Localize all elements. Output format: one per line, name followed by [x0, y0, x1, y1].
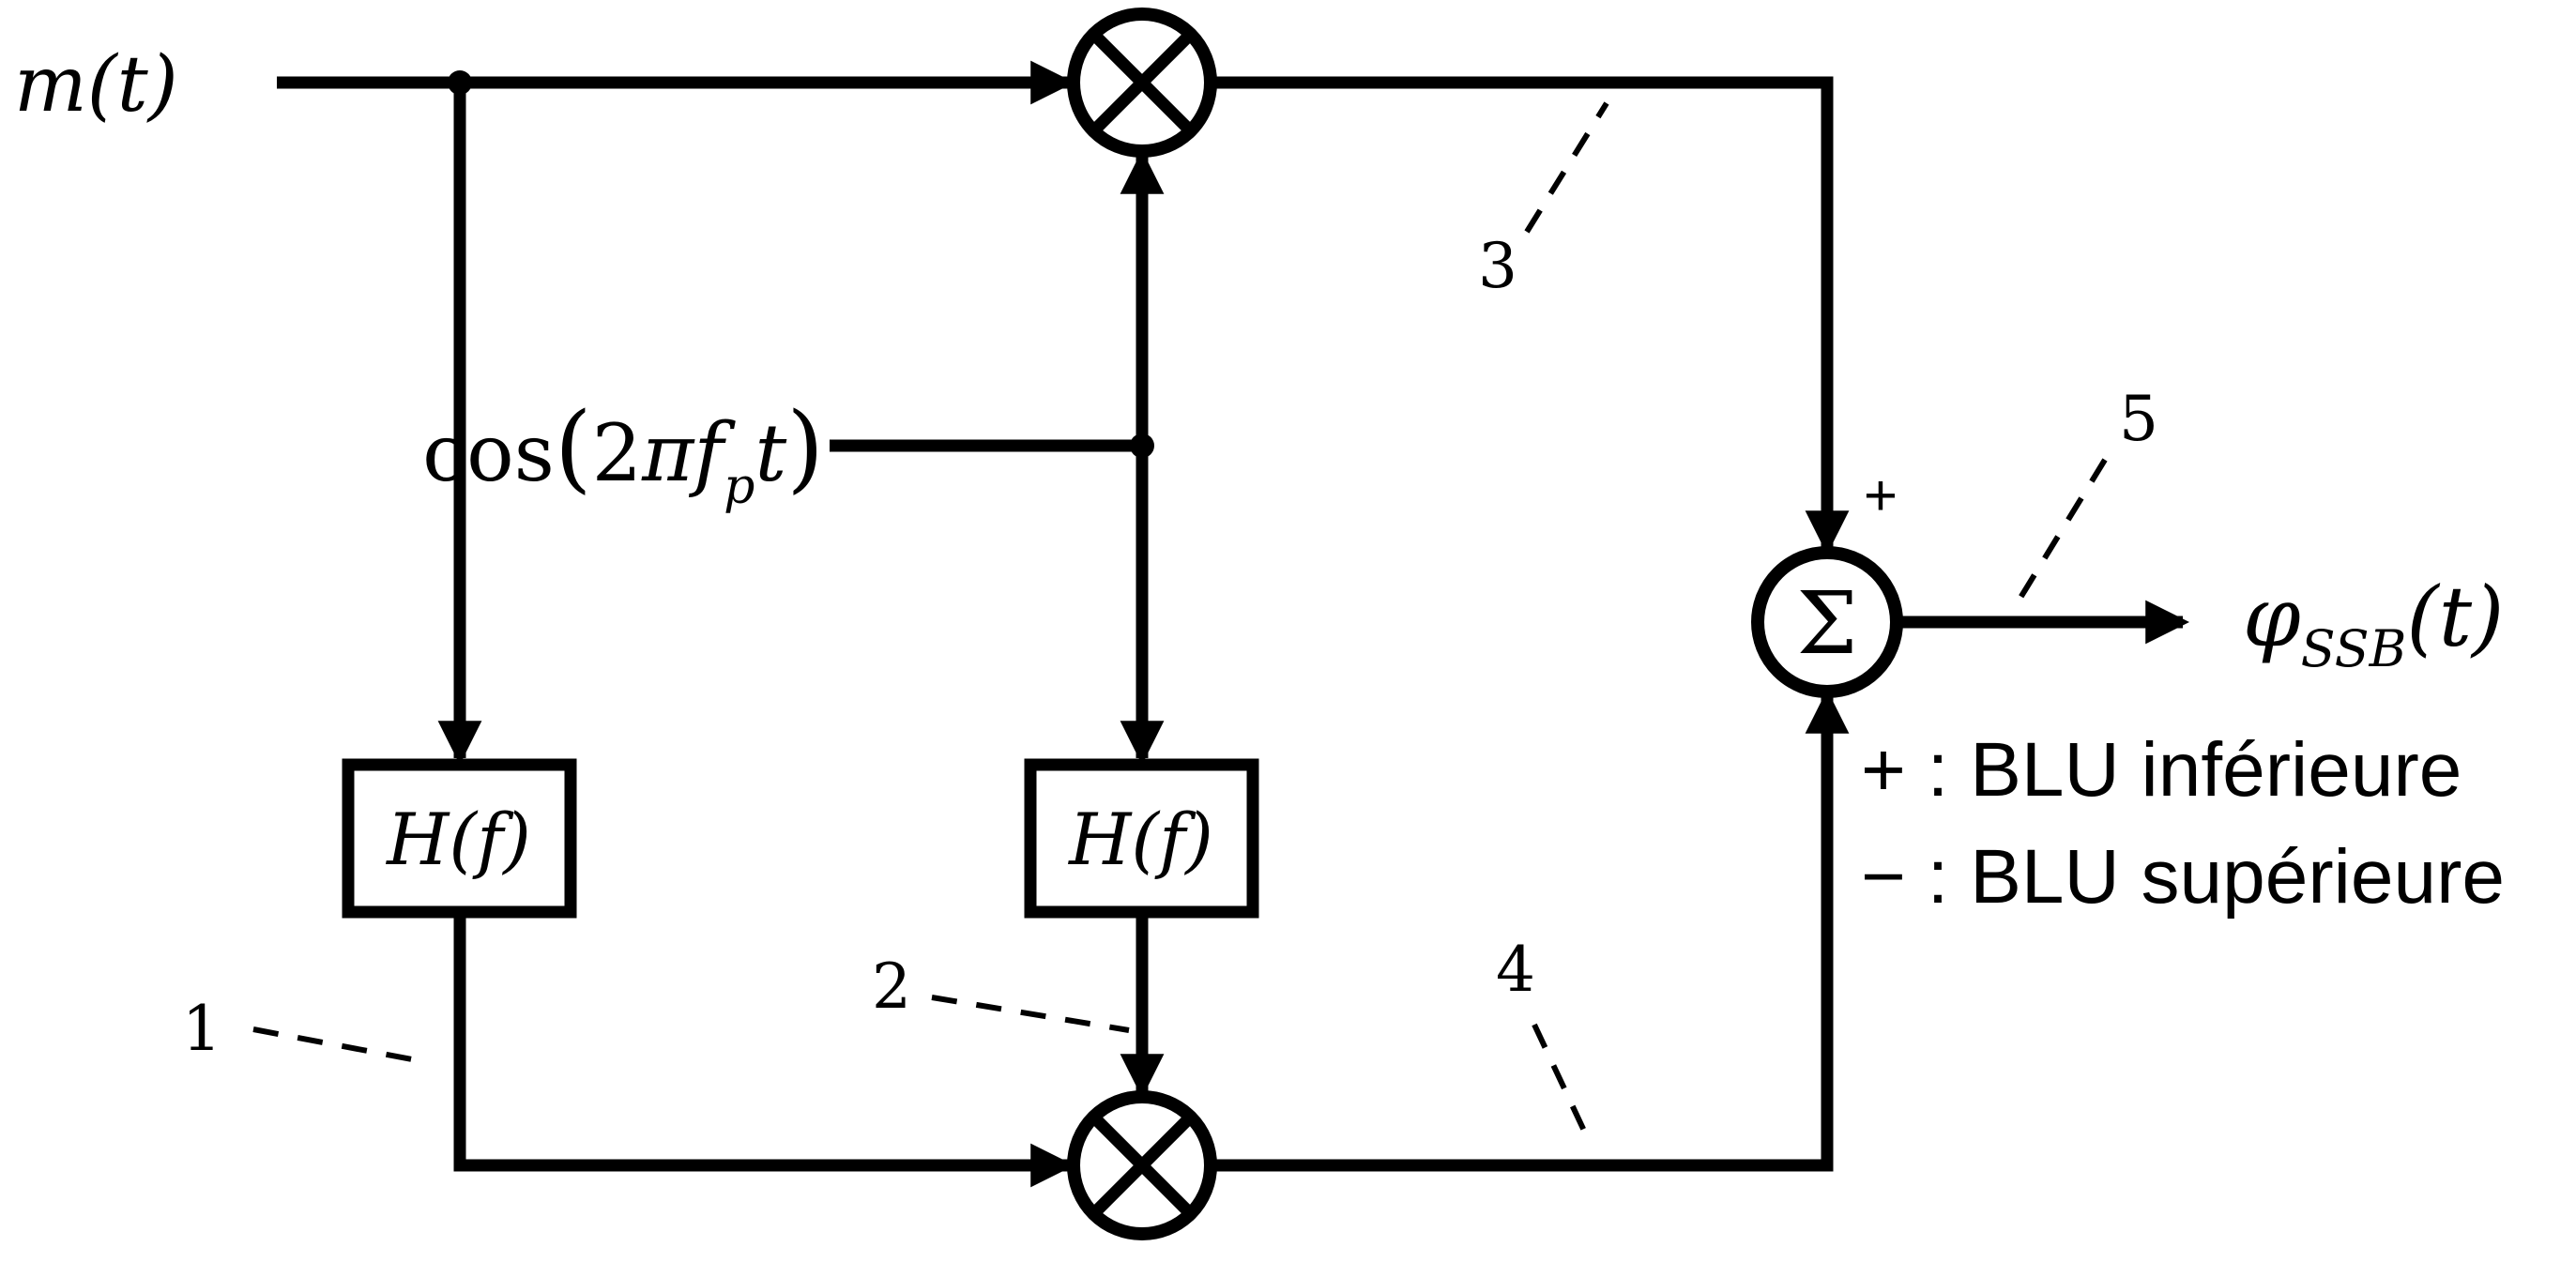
bottom-multiplier — [1067, 1090, 1217, 1240]
sum-circle — [1751, 546, 1903, 698]
right-filter-label: H(f) — [1067, 798, 1213, 881]
annotation-4-leader — [1532, 1023, 1593, 1147]
wire-top-multiplier-to-sum — [1211, 76, 1850, 555]
annotation-5-label: 5 — [2119, 383, 2158, 455]
input-signal-label: m(t) — [14, 40, 178, 129]
wire-left-filter-to-bottom-multiplier — [453, 912, 1075, 1188]
annotation-2-leader — [931, 995, 1130, 1033]
annotation-3-label: 3 — [1478, 230, 1517, 302]
sum-plus-sign: + — [1864, 464, 1898, 528]
branch-dot-carrier — [1130, 433, 1154, 458]
top-multiplier — [1067, 8, 1217, 158]
top-multiplier-cross-2 — [1089, 29, 1196, 136]
right-filter-block: H(f) — [1024, 758, 1259, 919]
wire-bottom-multiplier-to-sum — [1211, 689, 1850, 1172]
legend-line-lower-sideband: + : BLU inférieure — [1861, 727, 2462, 813]
output-signal-label: φSSB(t) — [2243, 569, 2504, 678]
sum-node: Σ — [1751, 546, 1903, 698]
carrier-label: cos(2πfpt) — [422, 392, 824, 515]
annotation-3-leader — [1524, 101, 1609, 234]
legend-line-upper-sideband: − : BLU supérieure — [1861, 834, 2505, 920]
annotation-1-label: 1 — [182, 993, 221, 1065]
annotation-2-label: 2 — [872, 950, 911, 1023]
right-filter-rect — [1024, 758, 1259, 919]
sum-symbol: Σ — [1796, 573, 1857, 674]
branch-dot-input — [448, 70, 472, 95]
annotation-4-label: 4 — [1496, 934, 1535, 1006]
bottom-multiplier-cross-2 — [1089, 1112, 1196, 1219]
annotation-1-leader — [252, 1026, 428, 1065]
left-filter-label: H(f) — [385, 798, 531, 881]
left-filter-rect — [342, 758, 577, 919]
left-filter-block: H(f) — [342, 758, 577, 919]
annotation-5-leader — [2018, 458, 2108, 600]
